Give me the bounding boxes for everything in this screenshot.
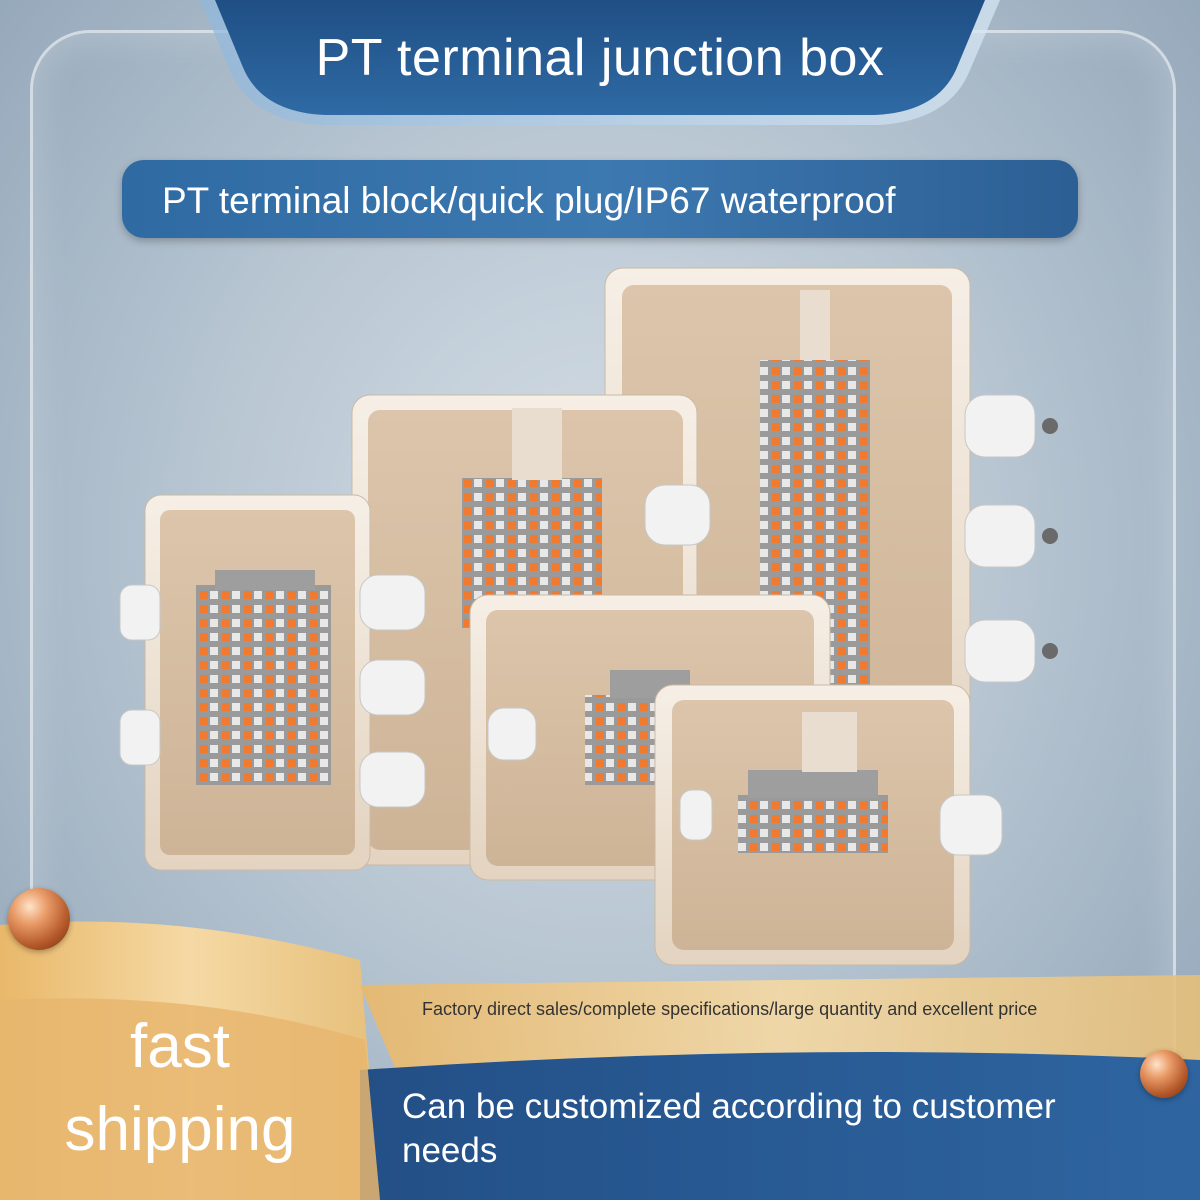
copper-ball-decoration-small — [1140, 1050, 1188, 1098]
fast-shipping-line1: fast — [130, 1012, 230, 1081]
junction-box-smallest — [654, 684, 1003, 966]
page-title: PT terminal junction box — [315, 29, 885, 87]
fast-shipping-line2: shipping — [64, 1095, 296, 1164]
subtitle: PT terminal block/quick plug/IP67 waterp… — [162, 180, 896, 221]
junction-box-small-left — [119, 494, 426, 871]
spec-text: Factory direct sales/complete specificat… — [422, 999, 1038, 1019]
bottom-decoration — [0, 921, 1200, 1200]
customization-text: Can be customized according to customer … — [402, 1087, 1056, 1170]
top-banner — [200, 0, 1000, 125]
subtitle-pill: PT terminal block/quick plug/IP67 waterp… — [122, 160, 1078, 238]
copper-ball-decoration — [8, 888, 70, 950]
product-illustration — [119, 267, 1058, 966]
